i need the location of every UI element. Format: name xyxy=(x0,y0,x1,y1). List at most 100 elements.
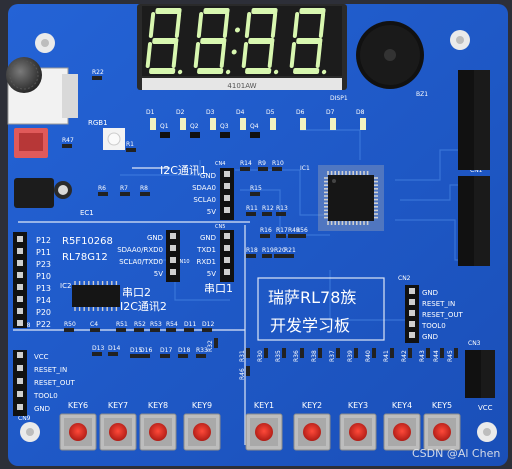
display-segment xyxy=(196,12,204,38)
header-pin-label: TOOL0 xyxy=(421,322,446,330)
led-label: D8 xyxy=(356,109,365,116)
header-pin xyxy=(409,299,415,305)
display-digit xyxy=(241,8,279,75)
display-segment xyxy=(148,12,156,38)
push-button[interactable] xyxy=(423,413,461,451)
smd-component-label: R9 xyxy=(258,160,266,167)
silk-outlines xyxy=(13,167,385,445)
smd-component-label: R22 xyxy=(92,69,104,76)
header-pin-label: 5V xyxy=(207,270,216,278)
smd-component xyxy=(262,254,272,258)
smd-component xyxy=(354,348,358,358)
push-button[interactable] xyxy=(383,413,421,451)
smd-component-label: R7 xyxy=(120,185,128,192)
display-digit xyxy=(145,8,183,75)
smd-component xyxy=(108,352,118,356)
display-part-number: 4101AW xyxy=(227,82,256,90)
smd-component xyxy=(160,354,170,358)
smd-component-label: R42 xyxy=(401,350,408,362)
header-pin-label: VCC xyxy=(34,353,49,361)
smd-component-label: R12 xyxy=(262,205,274,212)
transistor-label: Q3 xyxy=(220,123,229,130)
smd-component-label: R53 xyxy=(150,321,162,328)
led xyxy=(270,118,276,130)
display-colon-dot xyxy=(231,49,237,55)
display-segment xyxy=(174,12,182,38)
transistor-label: Q4 xyxy=(250,123,259,130)
display-segment xyxy=(315,42,323,68)
push-button[interactable] xyxy=(139,413,177,451)
smd-component-label: R37 xyxy=(329,350,336,362)
smd-component xyxy=(260,234,270,238)
smd-component xyxy=(214,338,218,348)
led xyxy=(180,118,186,130)
push-button-label: KEY6 xyxy=(68,401,88,410)
push-button[interactable] xyxy=(183,413,221,451)
display-dp-dot xyxy=(321,69,327,75)
header-pin-label: RESET_OUT xyxy=(422,311,464,319)
disp1-label: DISP1 xyxy=(330,95,348,102)
smd-component xyxy=(130,354,140,358)
led xyxy=(300,118,306,130)
display-segment xyxy=(318,12,326,38)
smd-component xyxy=(272,167,282,171)
smd-component xyxy=(196,354,206,358)
push-button-label: KEY5 xyxy=(432,401,452,410)
header-pin-label: P10 xyxy=(36,272,51,281)
display-dp-dot xyxy=(273,69,279,75)
mcu-part-label: R5F10268 xyxy=(62,236,113,247)
push-button[interactable] xyxy=(339,413,377,451)
smd-component xyxy=(140,354,150,358)
ic1-label: IC1 xyxy=(300,165,310,172)
header-pin-label: 5V xyxy=(207,208,216,216)
display-segment xyxy=(171,42,179,68)
display-dp-dot xyxy=(177,69,183,75)
uart2-label: 串口2 xyxy=(122,286,151,299)
display-segment xyxy=(241,42,249,68)
smd-component xyxy=(372,348,376,358)
display-segment xyxy=(222,12,230,38)
header-pin xyxy=(409,332,415,338)
potentiometer xyxy=(6,57,78,125)
transistor xyxy=(190,132,200,138)
smd-component xyxy=(98,192,108,196)
header-pin xyxy=(17,365,23,371)
board-title-line1: 瑞萨RL78族 xyxy=(268,288,356,307)
header-pin xyxy=(17,248,23,254)
header-pin xyxy=(224,183,230,189)
smd-component-label: R11 xyxy=(246,205,258,212)
push-button[interactable] xyxy=(245,413,283,451)
push-button-label: KEY4 xyxy=(392,401,412,410)
standoffs xyxy=(20,30,497,442)
header-pin-label: SDAA0/RXD0 xyxy=(117,246,163,254)
smd-component-label: D16 xyxy=(140,347,152,354)
header-pin xyxy=(170,269,176,275)
header-pin-label: P12 xyxy=(36,236,51,245)
seven-segment-display: 4101AW xyxy=(137,4,347,90)
header-right-mid xyxy=(458,176,490,266)
display-digit xyxy=(289,8,327,75)
push-button-cap xyxy=(109,423,127,441)
smd-component-label: R20 xyxy=(274,247,286,254)
header-pin-label: RESET_OUT xyxy=(34,379,76,387)
display-segment xyxy=(155,8,182,14)
smd-component xyxy=(440,348,444,358)
push-button[interactable] xyxy=(99,413,137,451)
header-pin-label: P14 xyxy=(36,296,51,305)
header-pin-label: GND xyxy=(422,289,438,297)
smd-component xyxy=(288,234,298,238)
display-colon-dot xyxy=(234,27,240,33)
push-button[interactable] xyxy=(293,413,331,451)
push-button-cap xyxy=(303,423,321,441)
transistor xyxy=(250,132,260,138)
push-button-label: KEY3 xyxy=(348,401,368,410)
buzzer: BZ1 xyxy=(356,21,428,98)
smd-component-label: R50 xyxy=(64,321,76,328)
transistor xyxy=(160,132,170,138)
smd-component-label: R13 xyxy=(276,205,288,212)
smd-component xyxy=(150,328,160,332)
push-button[interactable] xyxy=(59,413,97,451)
smd-component-label: R38 xyxy=(311,350,318,362)
